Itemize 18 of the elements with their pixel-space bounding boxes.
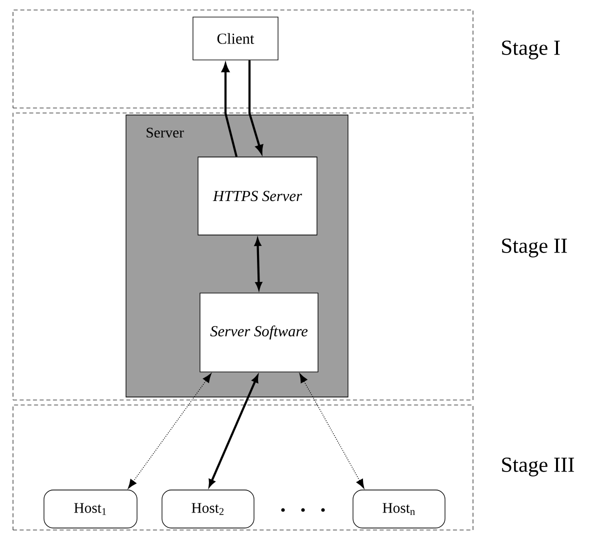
arrow [254,238,262,290]
process-box: HTTPS Server [198,156,318,236]
arrow [299,373,364,489]
host-box: Host$_{n}$ [352,490,446,528]
process-box: Client [192,16,278,60]
stage-band [12,404,474,530]
arrow [222,63,238,157]
stage-band [12,112,474,400]
stage-label: Stage III [502,458,574,476]
arrow [128,373,212,489]
stage-label: Stage II [502,238,567,258]
host-box: Host$_{1}$ [44,490,138,528]
process-box: Server Software [200,292,318,372]
stage-label: Stage I [502,40,560,60]
arrow [208,375,258,487]
host-box: Host$_{2}$ [162,490,254,528]
arrow [248,60,264,154]
stage-band [12,10,474,108]
